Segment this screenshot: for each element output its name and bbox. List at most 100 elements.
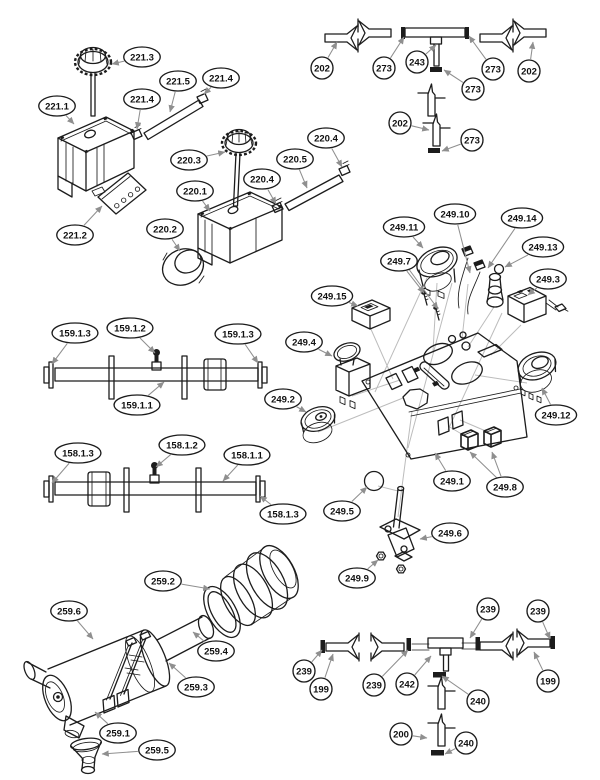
callout-bubble xyxy=(534,404,578,426)
callout-242: 242 xyxy=(395,655,432,696)
callout-label: 220.5 xyxy=(283,154,307,165)
callout-249.1: 249.1 xyxy=(433,452,471,492)
callout-label: 221.1 xyxy=(45,101,69,112)
callout-bubble xyxy=(202,67,240,89)
callout-bubble xyxy=(362,673,386,697)
callout-leader-arrow xyxy=(311,649,323,663)
rocker-button-249-8a-drawing xyxy=(460,429,479,451)
hose-clamp-220-4a-drawing xyxy=(271,197,284,214)
callout-bubble xyxy=(159,70,197,92)
callout-label: 249.5 xyxy=(330,506,354,517)
callout-bubble xyxy=(380,250,418,272)
callout-bubble xyxy=(158,434,206,456)
callout-259.3: 259.3 xyxy=(168,662,215,698)
callout-leader-arrow xyxy=(419,534,432,541)
callout-label: 202 xyxy=(392,118,408,129)
callout-label: 202 xyxy=(521,66,537,77)
callout-259.5: 259.5 xyxy=(101,739,176,761)
ball-249-13-drawing xyxy=(493,263,505,275)
callout-bubble xyxy=(382,216,426,238)
callout-label: 259.4 xyxy=(204,646,228,657)
callout-label: 249.9 xyxy=(345,573,369,584)
callout-240: 240 xyxy=(444,731,478,755)
callout-220.5: 220.5 xyxy=(276,148,314,189)
callout-202: 202 xyxy=(388,111,430,135)
callout-label: 159.1.3 xyxy=(59,328,91,339)
callout-bubble xyxy=(460,128,484,152)
callout-220.1: 220.1 xyxy=(176,180,214,212)
callout-leader-arrow xyxy=(468,35,487,60)
shaft-bushing-drawing xyxy=(203,358,227,391)
callout-label: 273 xyxy=(465,84,481,95)
callout-label: 249.3 xyxy=(536,274,560,285)
callout-249.8: 249.8 xyxy=(486,451,524,498)
air-cleaner-assembly xyxy=(23,544,299,775)
callout-label: 259.1 xyxy=(106,728,130,739)
callout-leader-arrow xyxy=(318,348,333,357)
callout-extra-leader-249.8 xyxy=(469,451,499,480)
callout-leader-arrow xyxy=(267,189,277,205)
callout-label: 200 xyxy=(393,729,409,740)
lower-reservoir-assembly xyxy=(161,128,351,286)
callout-label: 158.1.3 xyxy=(62,448,94,459)
callout-220.4: 220.4 xyxy=(243,168,281,205)
callout-label: 220.2 xyxy=(153,224,177,235)
callout-bubble xyxy=(433,470,471,492)
callout-bubble xyxy=(177,676,215,698)
callout-label: 220.1 xyxy=(183,186,207,197)
hose-clamp-221-4a-drawing xyxy=(130,124,143,141)
callout-label: 273 xyxy=(485,64,501,75)
callout-label: 249.8 xyxy=(493,482,517,493)
callout-bubble xyxy=(264,388,302,410)
callout-bubble xyxy=(56,224,94,246)
callout-249.10: 249.10 xyxy=(433,203,477,274)
callout-202: 202 xyxy=(517,41,541,83)
callout-leader-arrow xyxy=(411,125,430,132)
callout-leader-arrow xyxy=(443,69,464,83)
callout-bubble xyxy=(197,640,235,662)
callout-bubble xyxy=(388,111,412,135)
callout-bubble xyxy=(310,56,334,80)
callout-leader-arrow xyxy=(491,451,502,477)
callout-label: 158.1.3 xyxy=(267,509,299,520)
callout-leader-arrow xyxy=(441,143,461,152)
callout-leader-arrow xyxy=(168,662,186,679)
toggle-switch-249-4-drawing xyxy=(333,342,371,410)
callout-202: 202 xyxy=(310,41,338,80)
callout-158.1.2: 158.1.2 xyxy=(155,434,206,468)
callout-label: 249.7 xyxy=(387,256,411,267)
shaft-end-cap-159-1-3-left-drawing xyxy=(43,361,54,389)
callout-leader-arrow xyxy=(434,452,447,471)
control-panel-assembly xyxy=(300,245,569,574)
callout-label: 239 xyxy=(296,666,312,677)
callout-bubble xyxy=(243,168,281,190)
callout-221.4: 221.4 xyxy=(202,67,240,95)
shaft-disc-drawing xyxy=(181,355,188,400)
callout-221.3: 221.3 xyxy=(111,46,161,68)
callout-label: 221.2 xyxy=(63,230,87,241)
callout-label: 249.6 xyxy=(438,528,462,539)
callout-bubble xyxy=(431,522,469,544)
callout-249.2: 249.2 xyxy=(264,388,307,413)
callout-leader-arrow xyxy=(192,631,206,643)
callout-label: 221.4 xyxy=(130,94,154,105)
callout-leader-arrow xyxy=(148,381,165,396)
callout-bubble xyxy=(106,317,154,339)
callout-bubble xyxy=(123,46,161,68)
callout-leader-arrow xyxy=(296,405,307,413)
callout-label: 220.4 xyxy=(250,174,274,185)
inlet-tube-259-4-drawing xyxy=(156,614,215,662)
callout-leader-arrow xyxy=(83,205,103,226)
screws-249-7-drawing xyxy=(421,291,441,321)
ferrule-239c-drawing xyxy=(475,637,480,651)
shaft-end-cap-158-1-3-right-drawing xyxy=(255,475,266,503)
callout-bubble xyxy=(138,739,176,761)
callout-extra-leader-249.7 xyxy=(407,267,439,310)
callout-239: 239 xyxy=(526,599,551,640)
callout-bubble xyxy=(146,218,184,240)
valve-stem-249-14-drawing xyxy=(486,272,504,308)
callout-bubble xyxy=(176,180,214,202)
callout-label: 249.15 xyxy=(317,291,347,302)
tee-fitting-243-drawing xyxy=(401,27,469,72)
